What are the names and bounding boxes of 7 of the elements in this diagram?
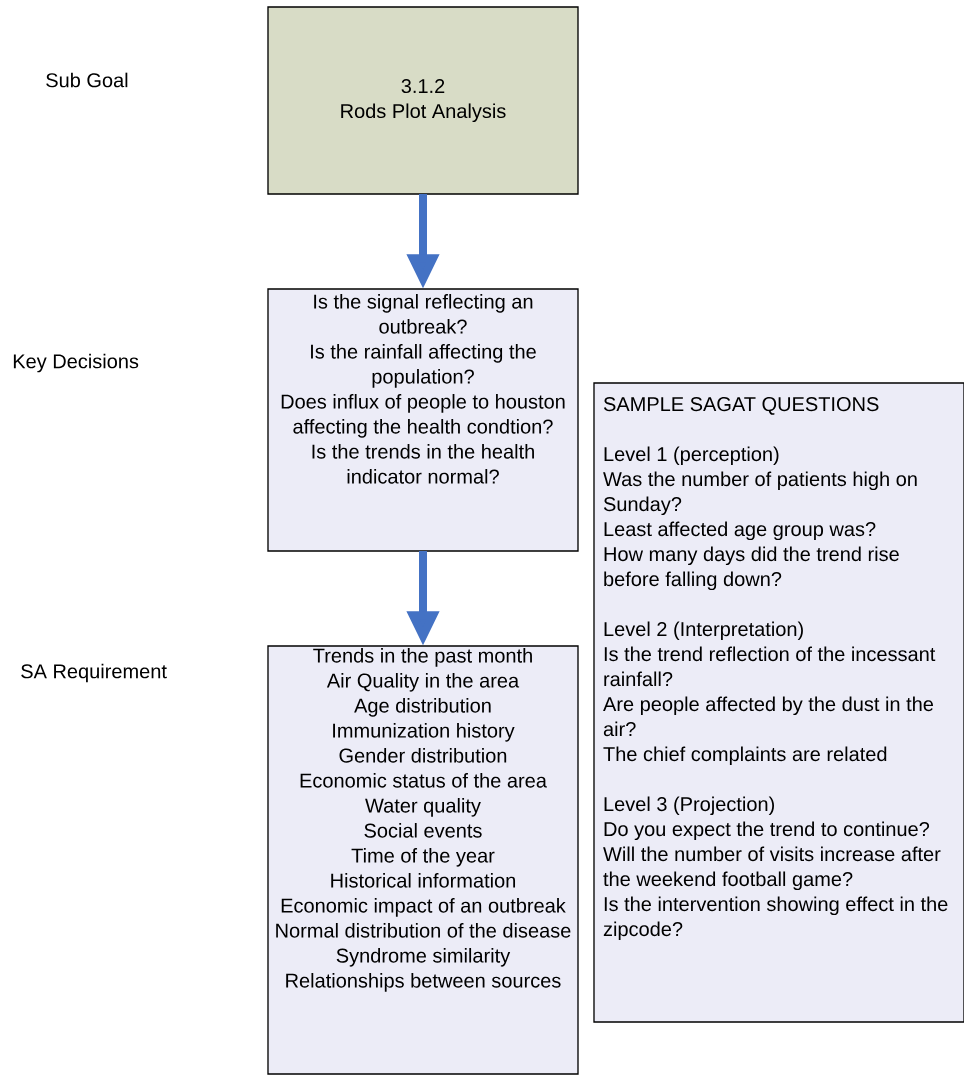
row-label: Key Decisions [13,353,139,373]
goal-box: 3.1.2 Rods Plot Analysis [267,6,579,195]
requirement-box: Trends in the past month Air Quality in the area Age distribution Immunization history Gender distribution Economic status of the area Water quality Social events Time of the year Historical information Economic impact of an outbreak Normal distribution of the disease Syndrome similarity Relationships between sources [267,645,579,1075]
decision-box: Is the signal reflecting an outbreak? Is the rainfall affecting the population? Does influx of people to houston affecting the health condtion? Is the trends in the health indicator normal? [267,288,579,552]
question-box: SAMPLE SAGAT QUESTIONS Level 1 (perception) Was the number of patients high on Sunday? Least affected age group was? How many days did the trend rise before falling down? Level 2 (Interpretation) Is the trend reflection of the incessant rainfall? Are people affected by the dust in the air? The chief complaints are related Level 3 (Projection) Do you expect the trend to continue? Will the number of visits increase after the weekend football game? Is the intervention showing effect in the zipcode? [593,382,964,1023]
row-label: SA Requirement [21,663,167,683]
row-label: Sub Goal [46,72,128,88]
